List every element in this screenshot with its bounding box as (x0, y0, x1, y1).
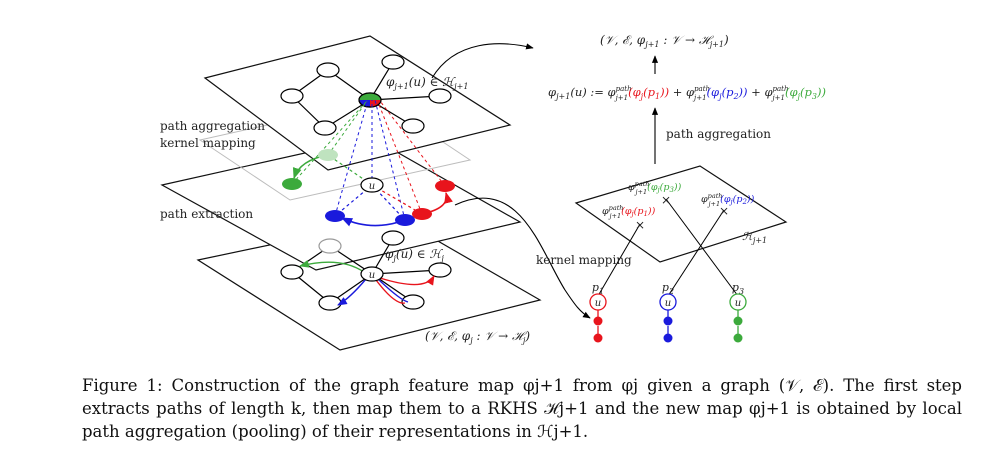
rkhs-plane (574, 165, 788, 263)
rkhs-x-p1: × (635, 218, 645, 232)
rkhs-x-p3: × (661, 193, 671, 207)
svg-text:u: u (665, 298, 671, 309)
path-p3: p3 u (729, 281, 747, 343)
bottom-layer-feature-label: φj(u) ∈ ℋj (385, 247, 444, 263)
bottom-node (280, 264, 304, 280)
light-green-node (318, 149, 338, 161)
middle-node-u-label: u (369, 181, 375, 192)
rkhs-x-p2: × (719, 204, 729, 218)
path-extraction-label: path extraction (160, 207, 253, 221)
bottom-node (401, 294, 425, 310)
top-node (280, 88, 304, 104)
top-node (316, 62, 340, 78)
graph-feature-map-diagram: φj+1(u) ∈ ℋj+1 u (160, 33, 826, 351)
path-aggregation-right-label: path aggregation (666, 127, 771, 141)
kernel-mapping-right-label: kernel mapping (536, 253, 632, 267)
red-path-node (412, 208, 432, 220)
green-path-end-node (282, 178, 302, 190)
path-p1: p1 u (589, 281, 607, 343)
svg-text:u: u (735, 298, 741, 309)
blue-path-node (325, 210, 345, 222)
svg-text:u: u (369, 270, 375, 281)
top-graph-tuple: (𝒱, ℰ, φj+1 : 𝒱 → ℋj+1) (600, 33, 729, 49)
top-node (401, 118, 425, 134)
top-node (381, 54, 405, 70)
aggregated-node-u (358, 92, 382, 108)
top-node (428, 88, 452, 104)
bottom-node (318, 238, 342, 254)
blue-path-node (395, 214, 415, 226)
middle-node-u (360, 177, 384, 193)
top-plane (203, 35, 512, 171)
path-p2: p2 u (659, 281, 677, 343)
svg-text:u: u (595, 298, 601, 309)
middle-graph: u (282, 99, 455, 227)
bottom-node (381, 230, 405, 246)
middle-plane (160, 137, 522, 271)
middle-layer (160, 137, 522, 271)
top-layer (203, 35, 512, 171)
bottom-colored-paths (299, 260, 435, 306)
bottom-node-u: u (360, 266, 384, 282)
red-path-end-node (435, 180, 455, 192)
top-node (313, 120, 337, 136)
kernel-mapping-label: kernel mapping (160, 136, 256, 150)
bottom-node (318, 295, 342, 311)
path-aggregation-label: path aggregation (160, 119, 265, 133)
bottom-node (428, 262, 452, 278)
middle-to-paths-arrow (454, 197, 591, 319)
bottom-graph-tuple: (𝒱, ℰ, φj : 𝒱 → ℋj) (425, 329, 530, 345)
figure-caption: Figure 1: Construction of the graph feat… (82, 376, 962, 441)
top-to-formula-arrow (431, 43, 534, 79)
